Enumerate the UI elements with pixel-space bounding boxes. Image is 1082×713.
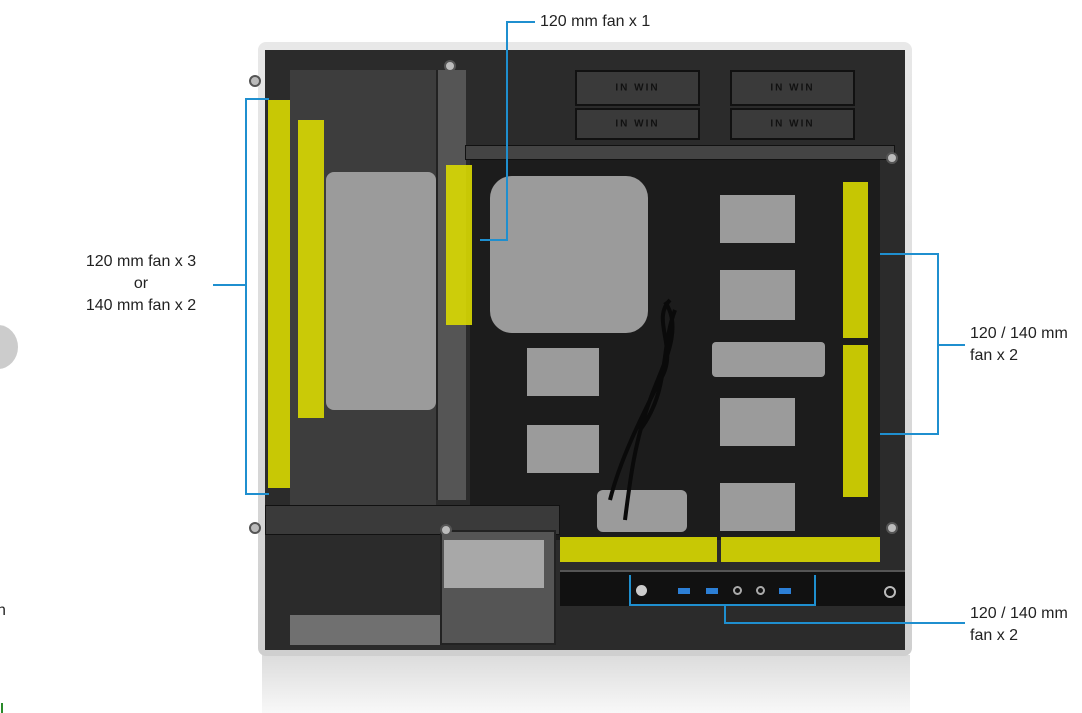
bay-logo: IN WIN [615, 82, 660, 94]
callout-line [880, 433, 938, 435]
cutout [720, 195, 795, 243]
callout-line [724, 622, 965, 624]
bay-logo: IN WIN [770, 118, 815, 130]
left-panel [326, 172, 436, 410]
power-icon[interactable] [884, 586, 896, 598]
cutout [720, 398, 795, 446]
callout-line [506, 21, 508, 241]
callout-line [507, 21, 535, 23]
cutout [712, 342, 825, 377]
bottom-floor [290, 615, 440, 645]
case-reflection [262, 655, 910, 713]
callout-right-upper-label: 120 / 140 mm fan x 2 [970, 323, 1068, 367]
usb-port[interactable] [706, 588, 718, 594]
fan-mount-highlight [446, 165, 472, 325]
drive-bay: IN WIN [575, 108, 700, 140]
edge-text: n [0, 602, 6, 619]
callout-line [937, 344, 965, 346]
callout-top-label: 120 mm fan x 1 [540, 13, 651, 30]
label-line: 120 / 140 mm [970, 605, 1068, 622]
callout-line [245, 493, 269, 495]
usb-port[interactable] [779, 588, 791, 594]
callout-line [245, 98, 269, 100]
callout-line [629, 575, 631, 605]
fan-mount-highlight [268, 100, 290, 488]
fan-mount-highlight [298, 120, 324, 418]
psu-window [444, 540, 544, 588]
callout-left-label: 120 mm fan x 3 or 140 mm fan x 2 [70, 251, 212, 317]
screw [886, 152, 898, 164]
callout-line [480, 239, 507, 241]
label-line: fan x 2 [970, 627, 1019, 644]
front-io-panel [560, 570, 905, 606]
edge-semicircle [0, 325, 18, 369]
audio-jack[interactable] [733, 586, 742, 595]
label-line: 140 mm fan x 2 [85, 297, 197, 314]
fan-mount-highlight [560, 537, 717, 562]
audio-jack[interactable] [756, 586, 765, 595]
bay-logo: IN WIN [770, 82, 815, 94]
cutout [720, 270, 795, 320]
screw [444, 60, 456, 72]
fan-mount-highlight [721, 537, 880, 562]
top-bar [465, 145, 895, 160]
callout-line [245, 98, 247, 495]
io-button[interactable] [636, 585, 647, 596]
callout-right-lower-label: 120 / 140 mm fan x 2 [970, 603, 1068, 647]
callout-line [629, 604, 816, 606]
cutout [527, 348, 599, 396]
cpu-cutout [490, 176, 648, 333]
screw [440, 524, 452, 536]
cutout [720, 483, 795, 531]
usb-port[interactable] [678, 588, 690, 594]
drive-bay: IN WIN [730, 108, 855, 140]
callout-line [213, 284, 246, 286]
callout-line [724, 604, 726, 624]
edge-mark [1, 703, 3, 713]
bay-logo: IN WIN [615, 118, 660, 130]
callout-line [814, 575, 816, 605]
cutout [527, 425, 599, 473]
label-line: fan x 2 [970, 347, 1019, 364]
drive-bay: IN WIN [575, 70, 700, 106]
callout-line [880, 253, 938, 255]
drive-bay: IN WIN [730, 70, 855, 106]
fan-mount-highlight [843, 182, 868, 338]
cables [608, 298, 677, 521]
label-line: 120 / 140 mm [970, 325, 1068, 342]
fan-mount-highlight [843, 345, 868, 497]
screw [249, 522, 261, 534]
label-line: or [133, 275, 149, 292]
screw [886, 522, 898, 534]
screw [249, 75, 261, 87]
label-line: 120 mm fan x 3 [85, 253, 197, 270]
